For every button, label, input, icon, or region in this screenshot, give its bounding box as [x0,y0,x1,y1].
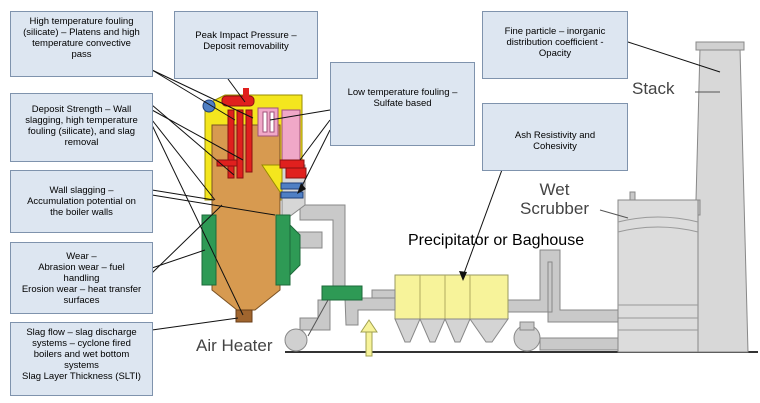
callout-wear: Wear – Abrasion wear – fuel handling Ero… [10,242,153,314]
pointer-lines [151,41,721,337]
callout-fine-particle: Fine particle – inorganic distribution c… [482,11,628,79]
callout-peak-impact-pressure: Peak Impact Pressure – Deposit removabil… [174,11,318,79]
label-stack: Stack [632,79,675,98]
precipitator [394,274,509,343]
label-wet-scrubber: Wet Scrubber [520,180,589,218]
air-heater-unit [321,285,363,301]
burner-right [275,214,291,286]
callout-deposit-strength: Deposit Strength – Wall slagging, high t… [10,93,153,162]
callout-ash-resistivity: Ash Resistivity and Cohesivity [482,103,628,171]
air-inlet-arrow [360,319,378,357]
callout-high-temp-fouling: High temperature fouling (silicate) – Pl… [10,11,153,77]
boiler [201,88,307,323]
low-temp-arrowhead [297,183,306,194]
ash-resistivity-arrowhead [459,271,467,281]
label-air-heater: Air Heater [196,336,273,355]
stack [691,41,749,353]
label-precipitator-baghouse: Precipitator or Baghouse [408,232,585,249]
precipitator-scrubber-duct [507,249,619,323]
wet-scrubber [617,199,699,353]
callout-slag-flow: Slag flow – slag discharge systems – cyc… [10,322,153,396]
burner-left [201,214,217,286]
callout-low-temp-fouling: Low temperature fouling – Sulfate based [330,62,475,146]
callout-wall-slagging: Wall slagging – Accumulation potential o… [10,170,153,233]
fd-fan [284,328,308,352]
